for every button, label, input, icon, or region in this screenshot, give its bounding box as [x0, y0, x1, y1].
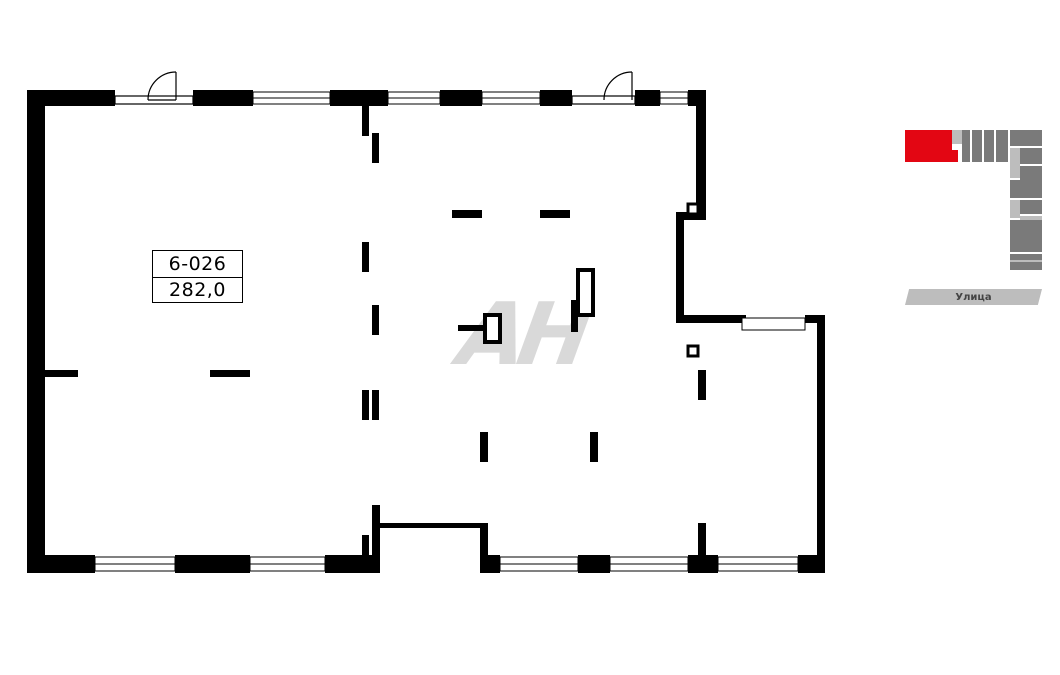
- shaft: [686, 202, 700, 216]
- shaft: [686, 344, 700, 358]
- column: [362, 106, 369, 136]
- column: [362, 535, 369, 557]
- bottom-wall-1: [27, 555, 95, 573]
- unit-label: 6-026 282,0: [152, 250, 243, 303]
- step-wall-2: [805, 315, 825, 323]
- window: [741, 317, 806, 331]
- shafts: [483, 202, 700, 358]
- top-wall-5: [540, 90, 572, 106]
- column: [480, 432, 488, 462]
- column: [458, 325, 486, 331]
- column: [452, 210, 482, 218]
- unit-number: 6-026: [153, 251, 242, 278]
- exterior-walls: [27, 90, 825, 573]
- inner-right-wall: [676, 212, 684, 322]
- bottom-wall-6: [688, 555, 718, 573]
- top-wall-6: [635, 90, 660, 106]
- left-wall: [27, 90, 45, 573]
- right-lower-wall: [817, 315, 825, 573]
- doors: [114, 71, 636, 105]
- column: [540, 210, 570, 218]
- bottom-recess-top: [372, 523, 488, 528]
- column: [372, 133, 379, 163]
- bottom-wall-2: [175, 555, 250, 573]
- bottom-wall-4: [480, 555, 500, 573]
- columns: [45, 106, 706, 557]
- column: [372, 390, 379, 420]
- top-wall-4: [440, 90, 482, 106]
- shaft: [576, 268, 595, 317]
- top-wall-2: [193, 90, 253, 106]
- windows: [94, 91, 806, 572]
- door-swing-right: [603, 71, 633, 101]
- column: [590, 432, 598, 462]
- top-wall-3: [330, 90, 388, 106]
- column: [372, 305, 379, 335]
- door-swing-left: [147, 71, 177, 101]
- street-label: Улица: [905, 289, 1042, 305]
- unit-area: 282,0: [169, 279, 226, 302]
- bottom-wall-3: [325, 555, 380, 573]
- bottom-inner-wall-right: [480, 523, 488, 573]
- column: [362, 390, 369, 420]
- notch-wall: [676, 212, 706, 220]
- bottom-inner-wall-left: [372, 505, 380, 573]
- key-plan: [905, 130, 1042, 270]
- column: [210, 370, 250, 377]
- top-wall-1: [27, 90, 115, 106]
- column: [362, 242, 369, 272]
- column: [698, 370, 706, 400]
- step-wall: [676, 315, 746, 323]
- bottom-wall-5: [578, 555, 610, 573]
- shaft: [483, 313, 502, 344]
- column: [698, 523, 706, 557]
- column: [45, 370, 78, 377]
- bottom-wall-7: [798, 555, 825, 573]
- right-upper-wall: [696, 90, 706, 220]
- column: [571, 300, 578, 332]
